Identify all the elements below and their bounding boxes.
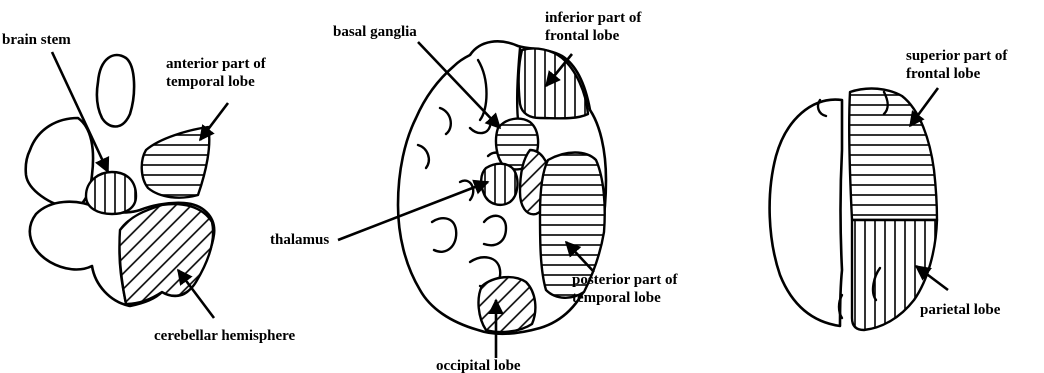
label-anterior-temporal-line2: temporal lobe bbox=[166, 74, 255, 90]
label-brain-stem: brain stem bbox=[2, 32, 71, 48]
label-posterior-temporal-line2: temporal lobe bbox=[572, 290, 661, 306]
arrow-anterior-temporal bbox=[200, 103, 228, 140]
label-inferior-frontal-line1: inferior part of bbox=[545, 10, 642, 26]
label-occipital-lobe: occipital lobe bbox=[436, 358, 521, 373]
label-inferior-frontal-line2: frontal lobe bbox=[545, 28, 620, 44]
label-anterior-temporal-line1: anterior part of bbox=[166, 56, 267, 72]
label-superior-frontal-line1: superior part of bbox=[906, 48, 1008, 64]
anterior-temporal-region bbox=[142, 127, 210, 198]
right-left-hemisphere bbox=[770, 100, 842, 326]
inferior-frontal-region bbox=[519, 48, 588, 118]
brain-stem-region bbox=[86, 172, 136, 214]
label-superior-frontal-line2: frontal lobe bbox=[906, 66, 981, 82]
label-basal-ganglia: basal ganglia bbox=[333, 24, 417, 40]
left-brain-section bbox=[26, 55, 214, 306]
occipital-region bbox=[479, 277, 536, 332]
cerebellar-hemisphere-region bbox=[119, 204, 213, 304]
label-parietal-lobe: parietal lobe bbox=[920, 302, 1001, 318]
thalamus-region bbox=[481, 164, 517, 205]
left-temporal-outline bbox=[26, 118, 93, 208]
label-thalamus: thalamus bbox=[270, 232, 329, 248]
label-cerebellar-hemisphere: cerebellar hemisphere bbox=[154, 328, 296, 344]
top-small-blob bbox=[97, 55, 134, 127]
arrow-superior-frontal bbox=[910, 88, 938, 126]
label-posterior-temporal-line1: posterior part of bbox=[572, 272, 679, 288]
